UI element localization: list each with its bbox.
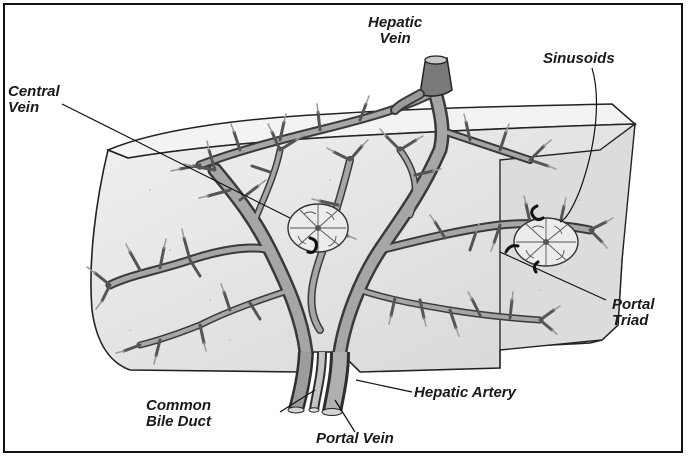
label-sinusoids: Sinusoids: [543, 51, 615, 67]
label-hepatic-vein-line2: Vein: [368, 31, 422, 47]
label-central-vein-line1: Central: [8, 84, 60, 100]
label-portal-triad-line1: Portal: [612, 297, 655, 313]
label-central-vein-line2: Vein: [8, 100, 60, 116]
label-portal-triad-line2: Triad: [612, 313, 655, 329]
label-central-vein: Central Vein: [8, 84, 60, 116]
label-hepatic-artery: Hepatic Artery: [414, 385, 516, 401]
label-portal-vein: Portal Vein: [316, 431, 394, 447]
label-common-bile-duct-line2: Bile Duct: [146, 414, 211, 430]
lobule-icon-right: [514, 218, 578, 266]
label-hepatic-vein: Hepatic Vein: [368, 15, 422, 47]
label-common-bile-duct: Common Bile Duct: [146, 398, 211, 430]
label-hepatic-vein-line1: Hepatic: [368, 15, 422, 31]
label-portal-triad: Portal Triad: [612, 297, 655, 329]
label-common-bile-duct-line1: Common: [146, 398, 211, 414]
lobule-icon-left: [288, 204, 348, 252]
